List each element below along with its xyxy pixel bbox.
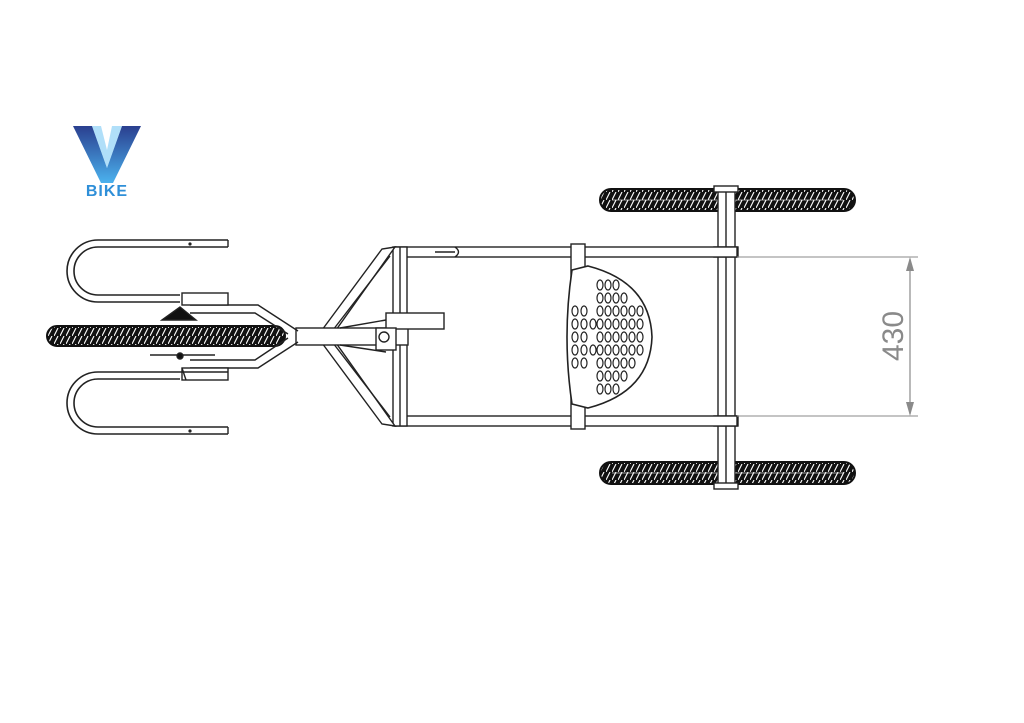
seat-hole xyxy=(596,292,604,304)
seat-hole xyxy=(612,344,620,356)
seat-hole xyxy=(612,383,620,395)
seat-hole xyxy=(604,318,612,330)
seat-hole xyxy=(604,344,612,356)
dimension-annotation: 430 xyxy=(737,256,918,417)
seat-hole xyxy=(620,357,628,369)
seat-hole xyxy=(636,318,644,330)
seat-hole xyxy=(620,331,628,343)
seat-hole xyxy=(589,318,597,330)
seat-hole xyxy=(612,318,620,330)
seat-hole xyxy=(571,305,579,317)
seat-hole xyxy=(628,331,636,343)
seat xyxy=(566,265,653,409)
seat-hole xyxy=(596,305,604,317)
seat-hole xyxy=(636,331,644,343)
seat-hole xyxy=(620,292,628,304)
seat-hole xyxy=(636,344,644,356)
seat-hole xyxy=(596,331,604,343)
seat-hole xyxy=(571,357,579,369)
seat-hole xyxy=(612,305,620,317)
seat-hole xyxy=(596,357,604,369)
seat-hole xyxy=(589,344,597,356)
seat-hole xyxy=(620,305,628,317)
dimension-value: 430 xyxy=(877,311,910,361)
seat-hole xyxy=(628,305,636,317)
seat-hole xyxy=(580,318,588,330)
seat-hole xyxy=(596,318,604,330)
seat-hole xyxy=(628,318,636,330)
seat-hole xyxy=(628,344,636,356)
seat-hole xyxy=(604,357,612,369)
seat-hole xyxy=(596,370,604,382)
seat-hole xyxy=(612,331,620,343)
v-letter-icon xyxy=(73,126,141,183)
seat-hole xyxy=(571,318,579,330)
seat-hole xyxy=(628,357,636,369)
front-wheel xyxy=(46,325,286,347)
seat-hole xyxy=(604,279,612,291)
seat-hole xyxy=(580,344,588,356)
seat-hole xyxy=(604,331,612,343)
seat-hole xyxy=(620,344,628,356)
seat-hole xyxy=(604,383,612,395)
seat-hole xyxy=(604,292,612,304)
seat-hole xyxy=(604,305,612,317)
logo-text: BIKE xyxy=(85,183,129,200)
seat-hole xyxy=(580,331,588,343)
seat-hole xyxy=(571,331,579,343)
seat-hole xyxy=(571,344,579,356)
seat-hole xyxy=(596,279,604,291)
seat-hole xyxy=(580,305,588,317)
seat-hole xyxy=(604,370,612,382)
seat-hole xyxy=(612,292,620,304)
seat-hole xyxy=(636,305,644,317)
seat-hole xyxy=(580,357,588,369)
seat-hole xyxy=(596,344,604,356)
seat-hole xyxy=(612,370,620,382)
seat-hole xyxy=(612,357,620,369)
seat-hole xyxy=(620,318,628,330)
seat-hole xyxy=(596,383,604,395)
seat-hole xyxy=(620,370,628,382)
seat-hole xyxy=(612,279,620,291)
